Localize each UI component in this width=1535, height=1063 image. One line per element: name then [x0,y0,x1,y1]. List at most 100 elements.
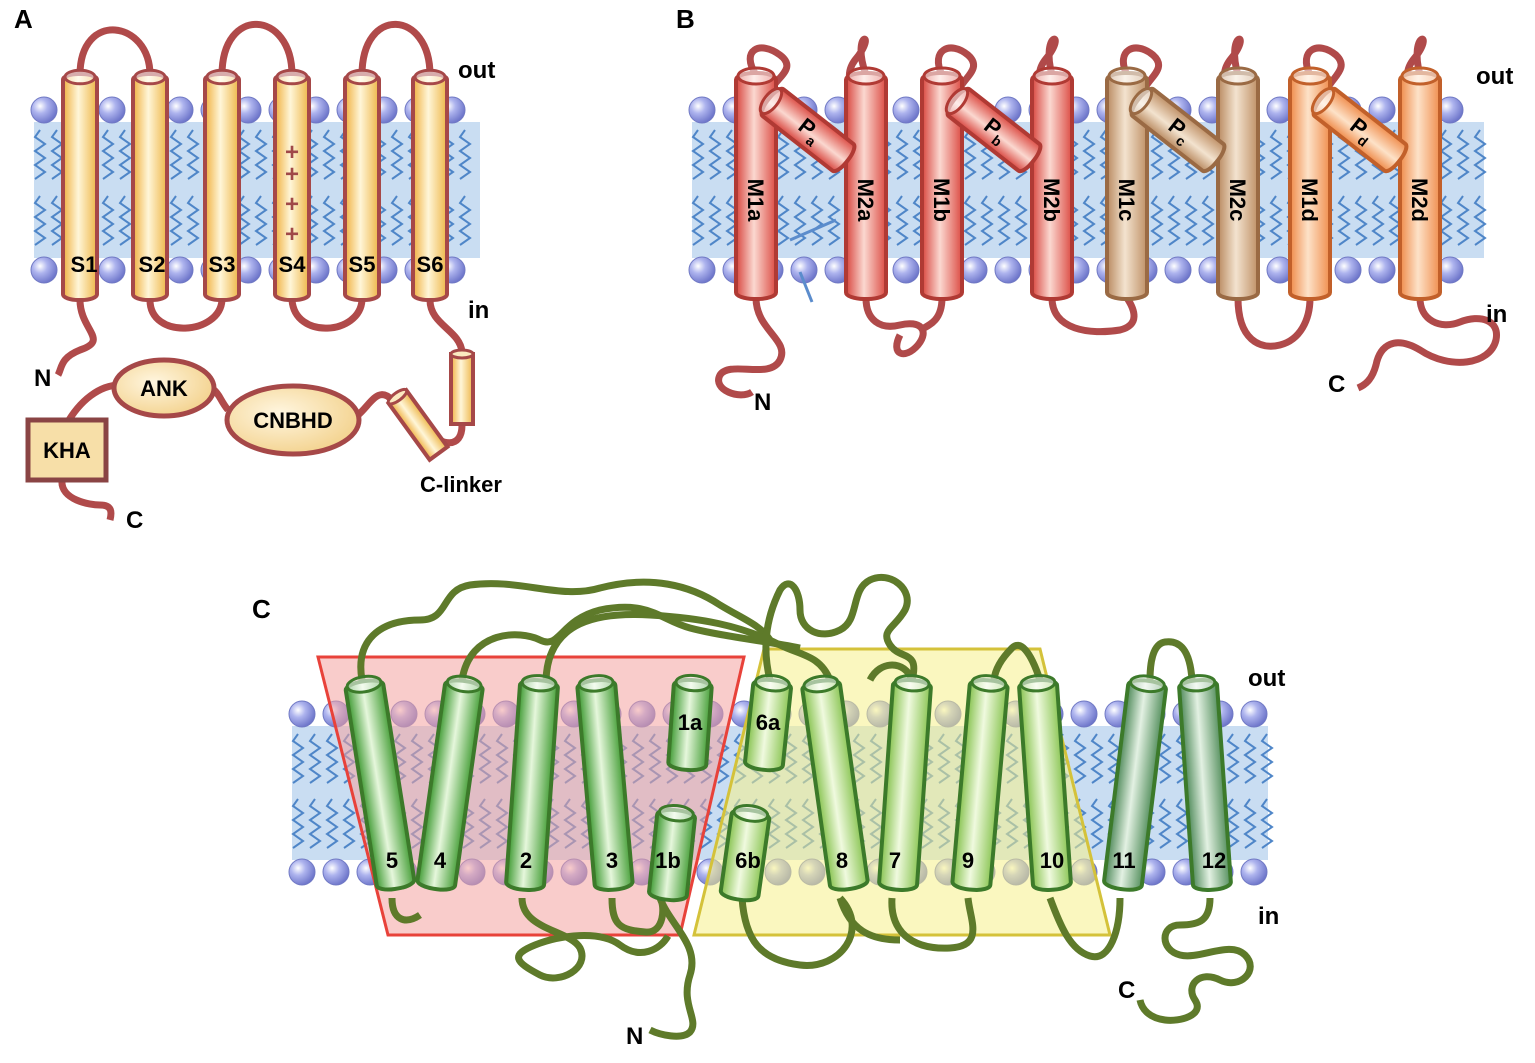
helix-c-6b [718,804,772,903]
charge-4: + [285,221,299,248]
panel-b-n-terminus: N [754,389,771,416]
panel-b-c-terminus: C [1328,371,1345,398]
lipid-head [994,256,1022,284]
lipid-head [288,700,316,728]
pore-helix-3 [1310,86,1409,174]
lipid-head [166,96,194,124]
lipid-head [166,256,194,284]
helix-c-1b [647,803,697,903]
lipid-head [960,256,988,284]
charge-2: + [285,161,299,188]
helix-c-label: 11 [1112,848,1135,873]
helix-c-7 [877,674,933,892]
helix-c-12 [1177,674,1233,892]
panel-a-n-terminus: N [34,365,51,392]
helix-c-2 [504,674,560,892]
helix-s3-label: S3 [209,252,236,277]
helix-c-label: 9 [962,848,974,873]
panel-c-in-label: in [1258,903,1279,930]
helix-c-3 [575,674,635,892]
helix-c-4 [415,674,485,892]
helix-c-label: 8 [836,848,848,873]
helix-c-label: 6b [735,848,761,873]
helix-b-1 [844,66,888,301]
lipid-head [1240,858,1268,886]
helix-s6-label: S6 [417,252,444,277]
helix-c-10 [1017,674,1073,892]
helix-b-label: M1d [1297,178,1322,222]
helix-b-5 [1216,66,1260,301]
helix-labels-a: S1 S2 S3 S4 S5 S6 [71,252,444,277]
helix-b-label: M1a [743,179,768,223]
helix-s3 [203,68,241,302]
c-linker-label: C-linker [420,472,502,497]
helix-c-label: 12 [1202,848,1226,873]
lipid-head [1164,256,1192,284]
lipid-head [892,256,920,284]
panel-c-out-label: out [1248,665,1285,692]
helix-b-7 [1398,66,1442,301]
s4-charges: + + + + [285,139,299,248]
helix-s6 [411,68,449,302]
domain-cnbhd: CNBHD [224,383,362,457]
lipid-head [288,858,316,886]
pore-helix-1 [944,86,1043,174]
helix-s5-label: S5 [349,252,376,277]
helix-c-label: 6a [756,710,781,735]
lipid-head [688,256,716,284]
helix-b-4 [1105,66,1149,301]
helix-c-label: 1b [655,848,681,873]
helix-c-9 [950,674,1010,892]
helices-a [61,68,449,302]
helix-s1-label: S1 [71,252,98,277]
panel-b-letter: B [676,4,695,34]
helix-c-1a [666,673,714,773]
helix-c-label: 1a [678,710,703,735]
helix-c-label: 2 [520,848,532,873]
panel-a-in-label: in [468,297,489,324]
helix-c-6a [743,673,793,773]
helix-b-label: M1c [1114,179,1139,222]
lipid-head [1070,700,1098,728]
helix-c-label: 3 [606,848,618,873]
helix-s2-label: S2 [139,252,166,277]
panel-c-letter: C [252,594,271,624]
panel-b-out-label: out [1476,63,1513,90]
lipid-head [892,96,920,124]
panel-a-out-label: out [458,57,495,84]
charge-1: + [285,139,299,166]
helix-s4 [273,68,311,302]
helix-c-label: 7 [889,848,901,873]
helix-b-label: M2d [1407,178,1432,222]
lipid-head [688,96,716,124]
helix-b-6 [1288,66,1332,301]
lipid-head [98,256,126,284]
helix-b-2 [920,66,964,301]
panel-c-c-terminus: C [1118,977,1135,1004]
lipid-head [1334,256,1362,284]
helix-s4-label: S4 [279,252,307,277]
helix-c-label: 5 [386,848,398,873]
panel-a-letter: A [14,4,33,34]
helix-c-label: 4 [434,848,447,873]
lipid-tilt-mark-2 [798,271,814,303]
lipid-head [30,96,58,124]
helix-c-label: 10 [1040,848,1064,873]
panel-b-in-label: in [1486,301,1507,328]
helix-s2 [131,68,169,302]
lipid-head [1368,96,1396,124]
cnbhd-label: CNBHD [253,408,332,433]
c-linker-helices [385,348,475,463]
pore-helix-0 [758,86,857,174]
lipid-head [98,96,126,124]
loops-c [357,573,1254,1040]
helix-b-0 [734,66,778,301]
helix-c-11 [1102,674,1168,892]
pore-helix-2 [1128,86,1227,174]
helix-b-label: M2a [853,179,878,223]
helix-s5 [343,68,381,302]
helix-b-3 [1030,66,1074,301]
